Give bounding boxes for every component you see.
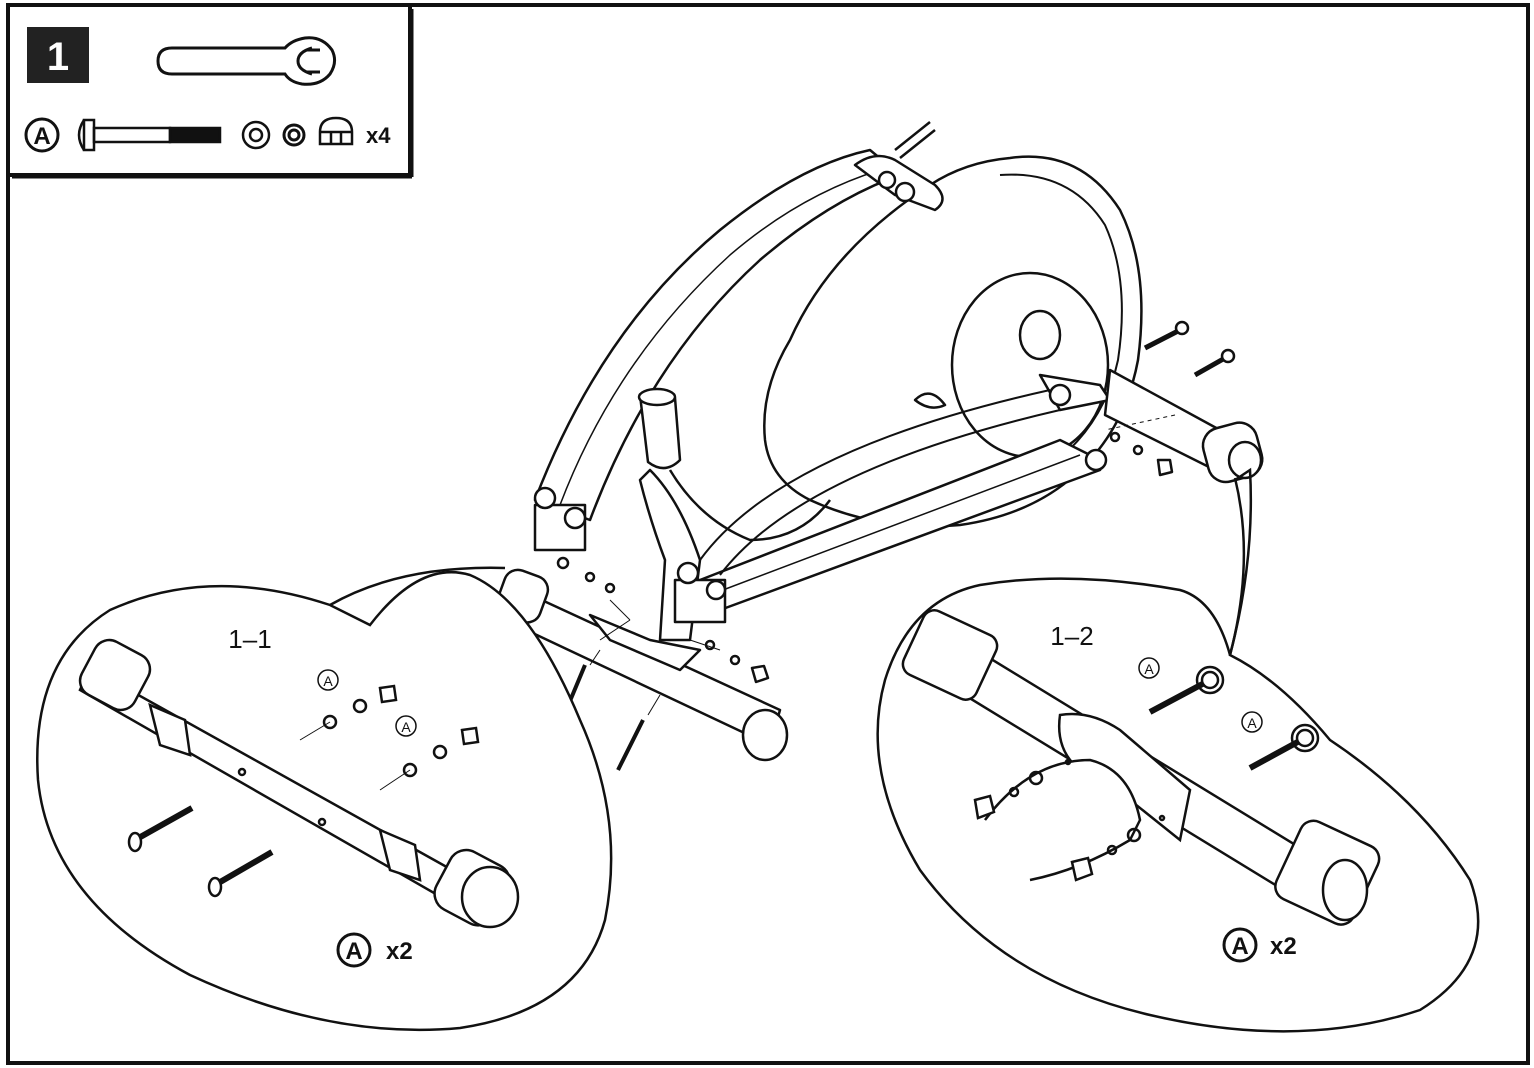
lock-washer-icon: [282, 123, 306, 147]
svg-text:A: A: [33, 123, 50, 150]
callout-1-2-label: 1–2: [1050, 621, 1093, 651]
rear-stabilizer: [1103, 368, 1222, 472]
step-number: 1: [47, 35, 69, 79]
bolt-icon: [77, 118, 222, 152]
svg-text:A: A: [401, 719, 411, 735]
svg-text:A: A: [1247, 715, 1257, 731]
svg-text:A: A: [1144, 661, 1154, 677]
svg-text:A: A: [345, 938, 362, 965]
callout-1-1-quantity: x2: [386, 938, 413, 965]
part-quantity: x4: [366, 123, 391, 148]
svg-text:A: A: [1231, 933, 1248, 960]
page-frame: [6, 3, 1530, 1065]
callout-1-2: 1–2 A A A x2: [876, 467, 1480, 1033]
callout-1-2-quantity: x2: [1270, 933, 1297, 960]
callout-1-1-label: 1–1: [228, 624, 271, 654]
svg-text:A: A: [323, 673, 333, 689]
cap-nut-icon: [318, 116, 354, 146]
left-rail: [533, 148, 902, 522]
callout-1-1: 1–1 A A A x2: [36, 566, 613, 1032]
wrench-icon: [156, 36, 337, 86]
flywheel-disc: [950, 271, 1110, 459]
elliptical-trainer-drawing: [495, 121, 1264, 771]
part-a-icon: A: [24, 117, 60, 153]
step-badge: [27, 27, 89, 83]
washer-icon: [241, 120, 271, 150]
hardware-box: 1 A x4: [6, 3, 414, 179]
